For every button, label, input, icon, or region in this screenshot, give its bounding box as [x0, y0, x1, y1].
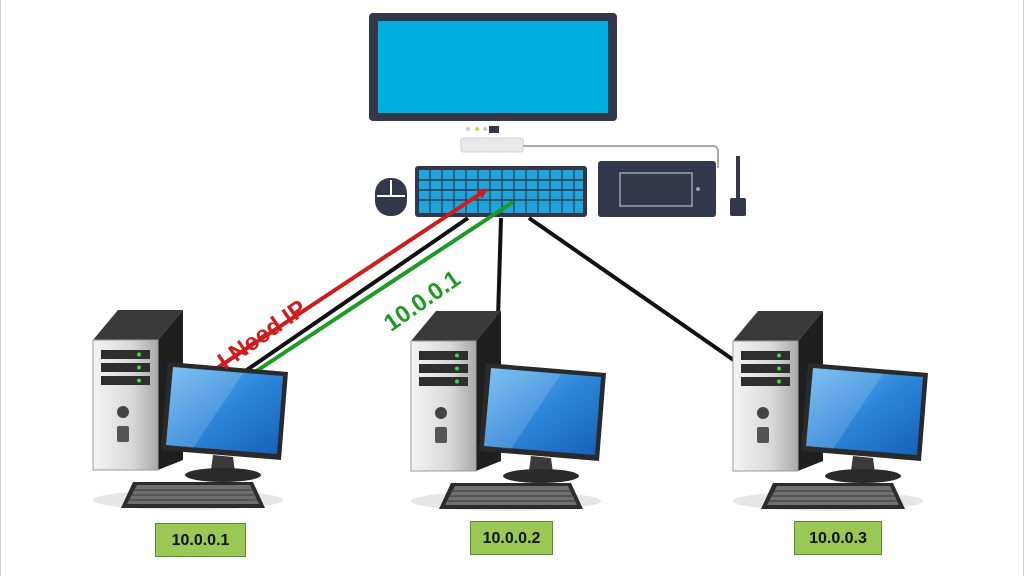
network-links [204, 216, 737, 400]
host-ip-label: 10.0.0.3 [794, 521, 882, 555]
keyboard-icon [415, 166, 587, 217]
stylus-icon [730, 156, 746, 216]
client-computer-icon [410, 310, 607, 512]
server-monitor-icon [369, 13, 719, 168]
request-arrow [194, 188, 488, 384]
host-ip-label: 10.0.0.1 [155, 523, 246, 557]
mouse-icon [375, 178, 407, 216]
reply-arrow [221, 200, 515, 395]
tablet-icon [598, 161, 716, 217]
host-ip-label: 10.0.0.2 [470, 521, 553, 555]
client-computer-icon [732, 310, 929, 512]
